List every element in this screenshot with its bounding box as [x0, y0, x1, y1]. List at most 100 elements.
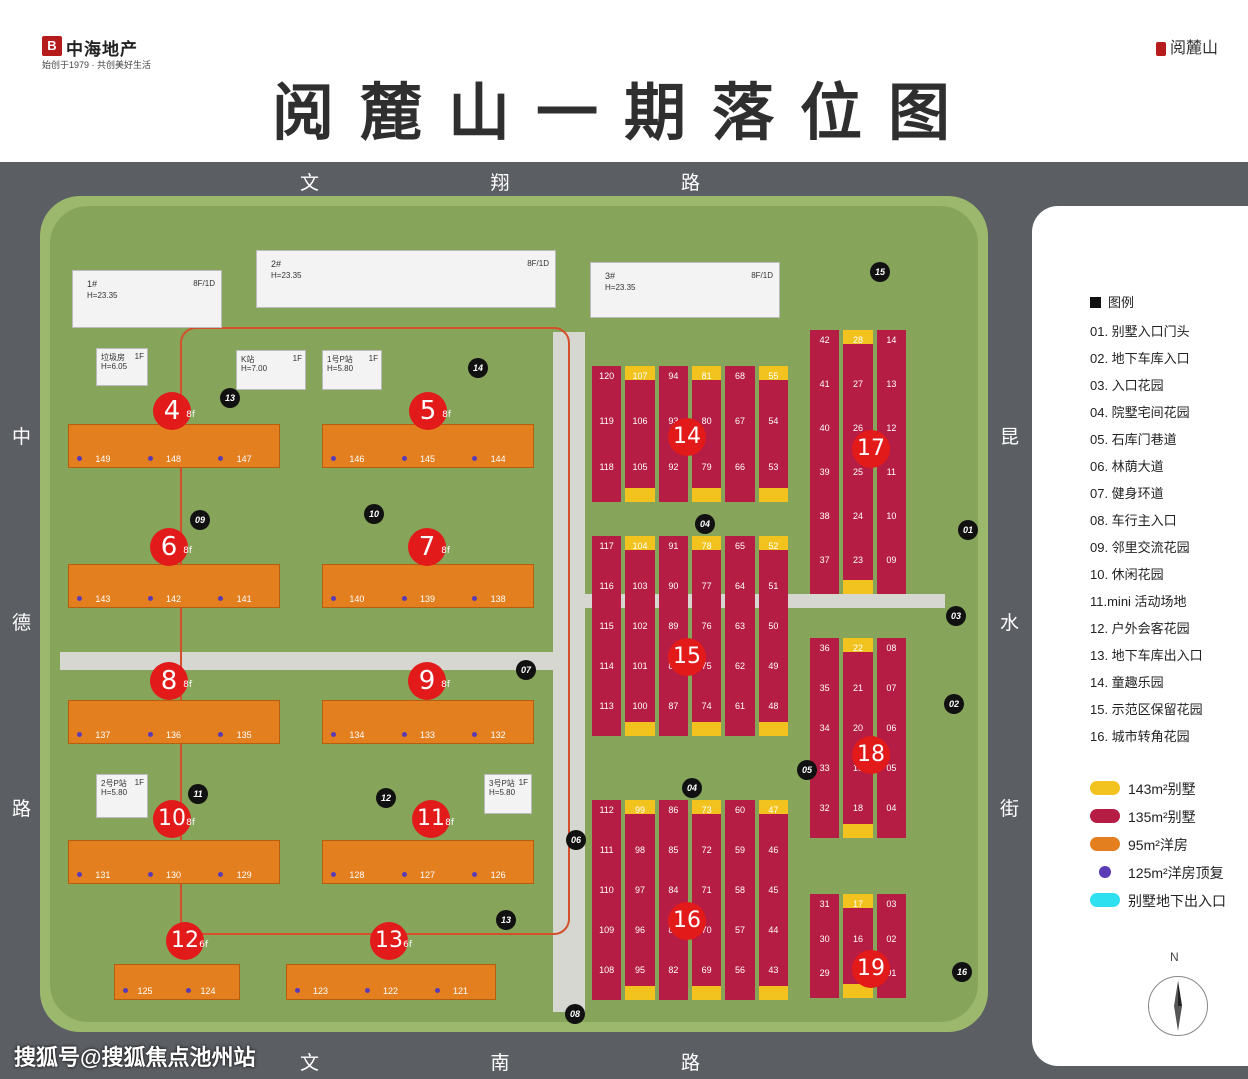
unit-number: 131: [95, 870, 111, 880]
amenity-marker-06[interactable]: 06: [566, 830, 586, 850]
facility-floors: 1F: [134, 352, 144, 361]
villa-column: [592, 800, 622, 1000]
villa-group-14[interactable]: 14: [668, 418, 706, 456]
villa-column: [692, 536, 722, 736]
building-number-text: 12: [171, 928, 199, 953]
villa-unit-label: 117: [599, 541, 614, 551]
villa-unit-label: 80: [701, 416, 712, 427]
villa-column: [725, 536, 755, 736]
penthouse-dot: [77, 872, 82, 877]
villa-unit-label: 06: [886, 723, 897, 733]
villa-unit-label: 58: [734, 885, 745, 895]
unit-number: 148: [166, 454, 182, 464]
villa-unit-label: 120: [599, 371, 615, 381]
amenity-marker-12[interactable]: 12: [376, 788, 396, 808]
amenity-marker-04[interactable]: 04: [682, 778, 702, 798]
villa-143-strip: [625, 488, 655, 502]
amenity-marker-15[interactable]: 15: [870, 262, 890, 282]
amenity-marker-04[interactable]: 04: [695, 514, 715, 534]
villa-unit-label: 114: [599, 661, 614, 671]
penthouse-dot: [218, 872, 224, 877]
amenity-marker-14[interactable]: 14: [468, 358, 488, 378]
villa-unit-label: 70: [701, 925, 712, 935]
amenity-marker-07[interactable]: 07: [516, 660, 536, 680]
amenity-marker-03[interactable]: 03: [946, 606, 966, 626]
villa-unit-label: 38: [819, 511, 830, 521]
brand-slogan: 始创于1979 · 共创美好生活: [42, 60, 152, 70]
amenity-marker-09[interactable]: 09: [190, 510, 210, 530]
villa-group-text: 17: [857, 436, 885, 461]
legend-square-icon: [1090, 297, 1101, 308]
tower-height: H=23.35: [271, 271, 302, 280]
villa-unit-label: 113: [599, 701, 614, 711]
villa-group-15[interactable]: 15: [668, 638, 706, 676]
facility-floors: 1F: [368, 354, 378, 363]
unit-number: 136: [166, 730, 182, 740]
villa-unit-label: 92: [668, 461, 679, 472]
villa-group-text: 19: [857, 956, 885, 981]
villa-column: [876, 638, 906, 838]
tower-floors: 8F/1D: [751, 271, 773, 280]
villa-group-text: 14: [673, 424, 701, 449]
road-char: 南: [490, 1052, 510, 1074]
villa-unit-label: 116: [599, 581, 614, 591]
amenity-marker-05[interactable]: 05: [797, 760, 817, 780]
villa-143-strip: [625, 722, 655, 736]
villa-143-strip: [692, 722, 722, 736]
villa-column: [810, 330, 840, 594]
villa-unit-label: 29: [819, 968, 830, 979]
legend-swatch: [1090, 781, 1120, 795]
villa-column: [625, 366, 655, 502]
penthouse-dot: [331, 732, 336, 737]
villa-group-18[interactable]: 18: [852, 736, 890, 774]
villa-143-strip: [692, 488, 722, 502]
facility-height: H=7.00: [241, 364, 268, 373]
villa-unit-label: 14: [886, 335, 897, 345]
building-number-text: 8: [160, 666, 178, 696]
building-number-8[interactable]: 8 8f: [150, 662, 192, 700]
villa-group-text: 15: [673, 644, 701, 669]
legend-item: 09. 邻里交流花园: [1090, 540, 1190, 555]
amenity-marker-13[interactable]: 13: [220, 388, 240, 408]
unit-number: 139: [420, 594, 436, 604]
villa-unit-label: 68: [734, 371, 745, 381]
amenity-marker-10[interactable]: 10: [364, 504, 384, 524]
villa-143-strip: [843, 330, 873, 344]
villa-column: [592, 536, 622, 736]
villa-unit-label: 44: [768, 925, 779, 935]
villa-unit-label: 109: [599, 925, 615, 935]
legend-swatch-label: 95m²洋房: [1128, 837, 1188, 853]
villa-unit-label: 79: [701, 461, 712, 472]
villa-143-strip: [758, 536, 788, 550]
amenity-marker-16[interactable]: 16: [952, 962, 972, 982]
villa-column: [625, 800, 655, 1000]
villa-group-17[interactable]: 17: [852, 430, 890, 468]
amenity-marker-11[interactable]: 11: [188, 784, 208, 804]
villa-group-16[interactable]: 16: [668, 902, 706, 940]
amenity-marker-13[interactable]: 13: [496, 910, 516, 930]
amenity-marker-08[interactable]: 08: [565, 1004, 585, 1024]
villa-unit-label: 106: [632, 416, 648, 427]
road-char: 昆: [1000, 426, 1020, 448]
project-logo: 阅麓山: [1155, 34, 1218, 58]
building-floors: 8f: [441, 546, 450, 556]
villa-unit-label: 74: [701, 701, 712, 711]
building-floors: 8f: [183, 680, 192, 690]
villa-group-19[interactable]: 19: [852, 950, 890, 988]
amenity-marker-01[interactable]: 01: [958, 520, 978, 540]
villa-143-strip: [625, 536, 655, 550]
amenity-marker-02[interactable]: 02: [944, 694, 964, 714]
road-char: 文: [300, 1052, 320, 1074]
villa-unit-label: 107: [632, 371, 648, 381]
facility-label: 3号P站: [489, 779, 515, 788]
facility-floors: 1F: [134, 778, 144, 787]
